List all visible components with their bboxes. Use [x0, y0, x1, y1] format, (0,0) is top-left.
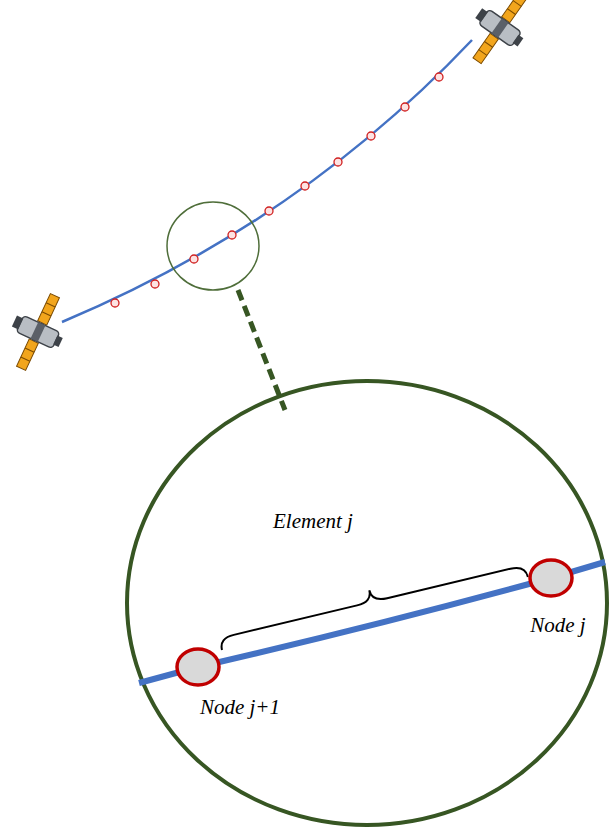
satellite-left: [0, 285, 78, 379]
node-circle: [177, 649, 219, 685]
node-circle: [530, 560, 572, 596]
satellite-right: [456, 0, 544, 75]
tether-nodes: [111, 73, 443, 307]
zoom-leader: [238, 290, 285, 410]
node-label: Node j+1: [200, 696, 280, 719]
node-label: Node j: [530, 614, 585, 637]
zoom-view: [127, 381, 607, 825]
element-label: Element j: [273, 510, 353, 533]
element-brace: [222, 568, 528, 650]
zoom-circle: [167, 202, 259, 290]
tether-line: [62, 40, 472, 322]
